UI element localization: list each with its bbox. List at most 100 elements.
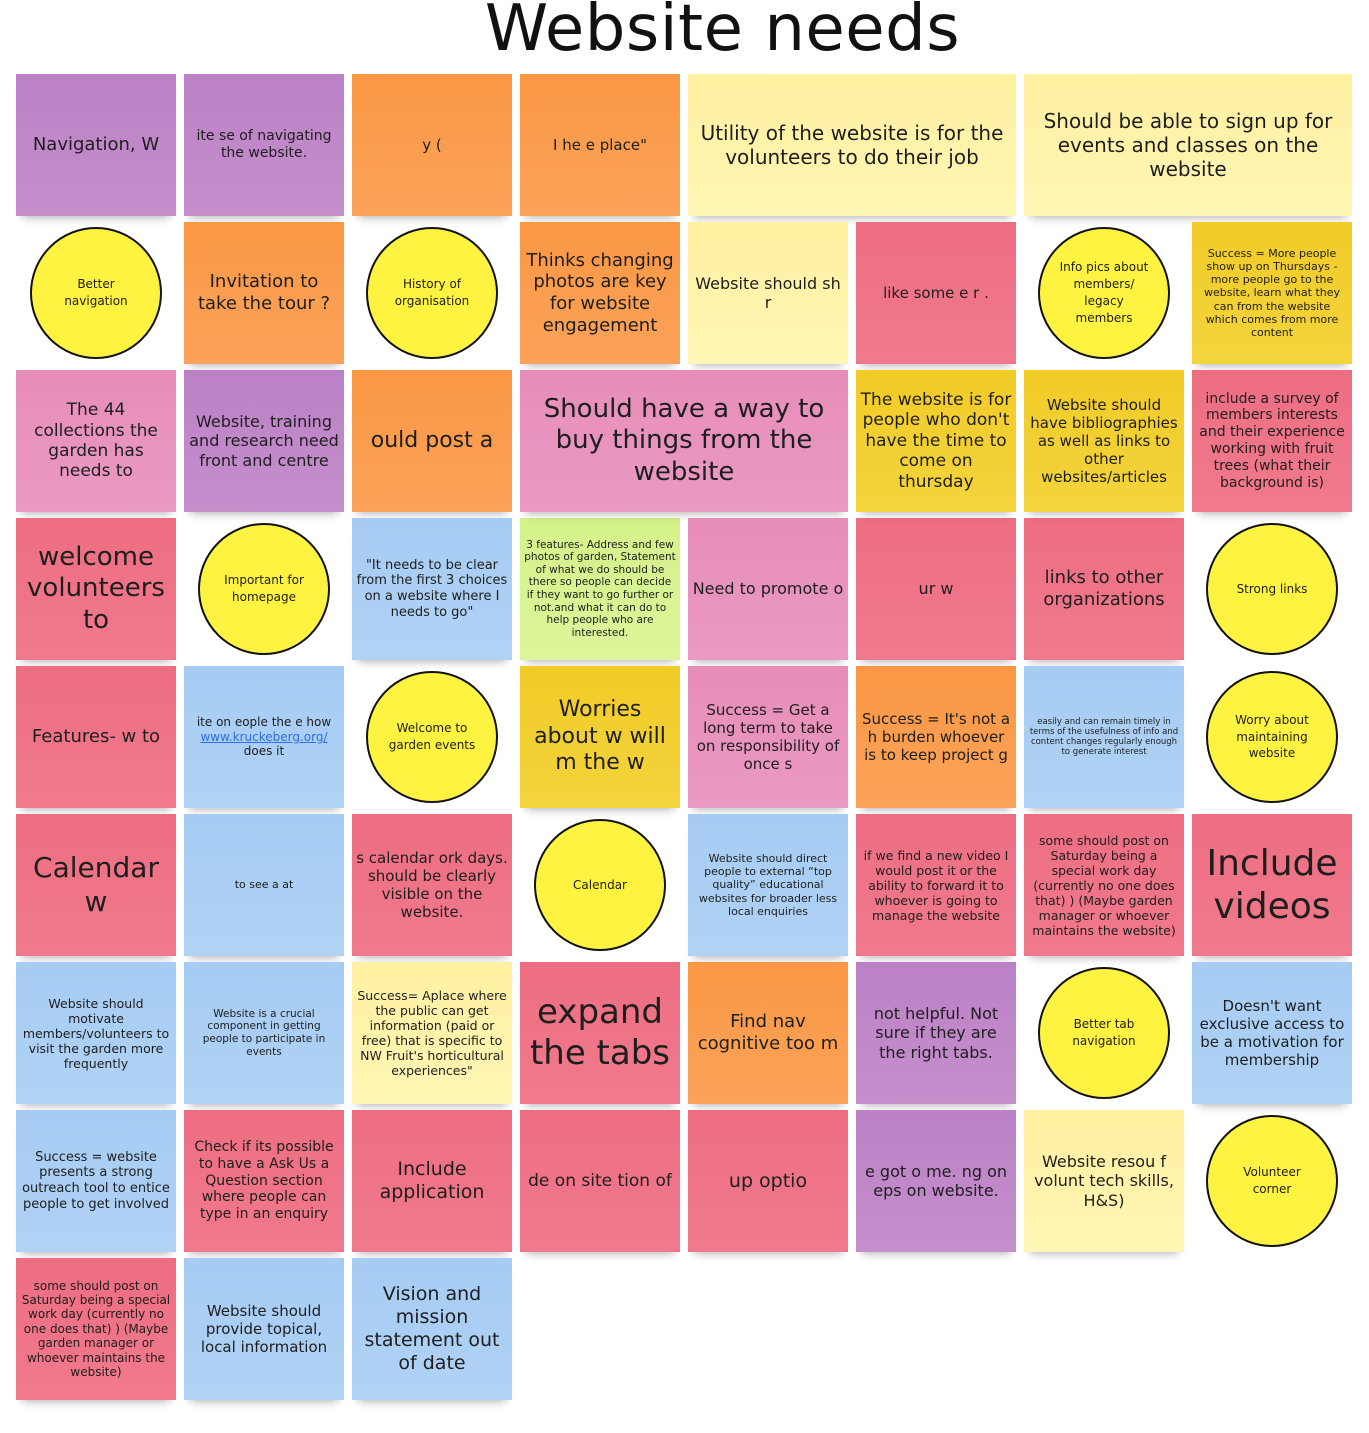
sticky-note-s-calendar-ork-days[interactable]: s calendar ork days. should be clearly v… (352, 814, 512, 956)
sticky-note-website-should-direct-people[interactable]: Website should direct people to external… (688, 814, 848, 956)
cluster-label-better-navigation[interactable]: Better navigation (30, 227, 162, 359)
sticky-note-invitation-to-take-the[interactable]: Invitation to take the tour ? (184, 222, 344, 364)
sticky-note-include-a-survey-of[interactable]: include a survey of members interests an… (1192, 370, 1352, 512)
sticky-note-website-should-provide-topical[interactable]: Website should provide topical, local in… (184, 1258, 344, 1400)
sticky-note-text: links to other organizations (1043, 567, 1165, 610)
sticky-note-like-some-e-r[interactable]: like some e r . (856, 222, 1016, 364)
sticky-note-text: Should be able to sign up for events and… (1043, 109, 1333, 181)
sticky-note-e-got-o-me[interactable]: e got o me. ng on eps on website. (856, 1110, 1016, 1252)
sticky-note-features-w-to[interactable]: Features- w to (16, 666, 176, 808)
sticky-note-text: Success = More people show up on Thursda… (1203, 246, 1341, 339)
sticky-note-text: Success = website presents a strong outr… (22, 1149, 170, 1212)
sticky-note-text: e got o me. ng on eps on website. (864, 1161, 1008, 1200)
cluster-label-info-pics-about-members[interactable]: Info pics about members/ legacy members (1038, 227, 1170, 359)
sticky-note-website-resou-f-volunt[interactable]: Website resou f volunt tech skills, H&S) (1024, 1110, 1184, 1252)
sticky-note-success-more-people-show[interactable]: Success = More people show up on Thursda… (1192, 222, 1352, 364)
sticky-note-text: Calendar w (33, 851, 159, 918)
sticky-note-text: ite se of navigating the website. (196, 128, 332, 161)
sticky-note-website-should-sh-r[interactable]: Website should sh r (688, 222, 848, 364)
sticky-note-check-if-its-possible[interactable]: Check if its possible to have a Ask Us a… (184, 1110, 344, 1252)
sticky-note-text: Need to promote o (692, 579, 844, 599)
sticky-note-include-videos[interactable]: Include videos (1192, 814, 1352, 956)
sticky-note-text: Navigation, W (32, 134, 160, 156)
sticky-note-up-optio[interactable]: up optio (688, 1110, 848, 1252)
sticky-note-text: Website is a crucial component in gettin… (202, 1007, 326, 1058)
sticky-note-it-needs-to-be[interactable]: "It needs to be clear from the first 3 c… (352, 518, 512, 660)
sticky-note-text: 3 features- Address and few photos of ga… (524, 538, 676, 639)
kruckeberg-link[interactable]: www.kruckeberg.org/ (200, 729, 328, 744)
sticky-note-text: Website should have bibliographies as we… (1030, 396, 1178, 486)
sticky-note-text: some should post on Saturday being a spe… (1032, 832, 1176, 938)
sticky-note-text: Find nav cognitive too m (697, 1011, 839, 1054)
sticky-note-text: to see a at (234, 878, 294, 892)
sticky-note-text: Worries about w will m the w (534, 697, 666, 776)
sticky-note-expand-the-tabs[interactable]: expand the tabs (520, 962, 680, 1104)
sticky-note-text: ould post a (370, 427, 494, 453)
sticky-note-should-be-able-to[interactable]: Should be able to sign up for events and… (1024, 74, 1352, 216)
sticky-note-find-nav-cognitive-too[interactable]: Find nav cognitive too m (688, 962, 848, 1104)
sticky-note-text: I he e place" (553, 136, 647, 154)
sticky-note-worries-about-w-will[interactable]: Worries about w will m the w (520, 666, 680, 808)
sticky-note-text: Doesn't want exclusive access to be a mo… (1199, 997, 1345, 1069)
sticky-note-calendar-w[interactable]: Calendar w (16, 814, 176, 956)
sticky-note-if-we-find-a[interactable]: if we find a new video I would post it o… (856, 814, 1016, 956)
sticky-note-text: expand the tabs (529, 992, 671, 1073)
cluster-label-volunteer-corner[interactable]: Volunteer corner (1206, 1115, 1338, 1247)
sticky-note-to-see-a-at[interactable]: to see a at (184, 814, 344, 956)
sticky-note-website-training-and-research[interactable]: Website, training and research need fron… (184, 370, 344, 512)
sticky-note-welcome-volunteers-to[interactable]: welcome volunteers to (16, 518, 176, 660)
sticky-note-include-application[interactable]: Include application (352, 1110, 512, 1252)
sticky-note-not-helpful-not-sure[interactable]: not helpful. Not sure if they are the ri… (856, 962, 1016, 1104)
sticky-note-y[interactable]: y ( (352, 74, 512, 216)
sticky-note-success-it-s-not[interactable]: Success = It's not a h burden whoever is… (856, 666, 1016, 808)
sticky-note-ould-post-a[interactable]: ould post a (352, 370, 512, 512)
sticky-note-doesn-t-want-exclusive[interactable]: Doesn't want exclusive access to be a mo… (1192, 962, 1352, 1104)
sticky-note-should-have-a-way[interactable]: Should have a way to buy things from the… (520, 370, 848, 512)
sticky-note-website-should-motivate-members[interactable]: Website should motivate members/voluntee… (16, 962, 176, 1104)
cluster-label-important-for-homepage[interactable]: Important for homepage (198, 523, 330, 655)
sticky-note-the-44-collections-the[interactable]: The 44 collections the garden has needs … (16, 370, 176, 512)
link-suffix-text: does it (243, 744, 285, 759)
sticky-note-website-should-have-bibliographies[interactable]: Website should have bibliographies as we… (1024, 370, 1184, 512)
sticky-note-navigation-w[interactable]: Navigation, W (16, 74, 176, 216)
cluster-label-welcome-to-garden-events[interactable]: Welcome to garden events (366, 671, 498, 803)
sticky-note-thinks-changing-photos-are[interactable]: Thinks changing photos are key for websi… (520, 222, 680, 364)
sticky-note-ur-w[interactable]: ur w (856, 518, 1016, 660)
sticky-note-text: Utility of the website is for the volunt… (700, 121, 1004, 169)
sticky-note-text: Website resou f volunt tech skills, H&S) (1034, 1152, 1174, 1210)
sticky-note-3-features-address-and[interactable]: 3 features- Address and few photos of ga… (520, 518, 680, 660)
cluster-label-strong-links[interactable]: Strong links (1206, 523, 1338, 655)
sticky-note-vision-and-mission-statement[interactable]: Vision and mission statement out of date (352, 1258, 512, 1400)
sticky-note-success-aplace-where-the[interactable]: Success= Aplace where the public can get… (352, 962, 512, 1104)
cluster-label-worry-about-maintaining-website[interactable]: Worry about maintaining website (1206, 671, 1338, 803)
sticky-note-text: Include application (379, 1158, 485, 1203)
sticky-note-links-to-other-organizations[interactable]: links to other organizations (1024, 518, 1184, 660)
sticky-note-de-on-site-tion[interactable]: de on site tion of (520, 1110, 680, 1252)
sticky-note-text: Website, training and research need fron… (189, 412, 339, 470)
sticky-note-some-should-post-on[interactable]: some should post on Saturday being a spe… (16, 1258, 176, 1400)
sticky-note-success-get-a-long[interactable]: Success = Get a long term to take on res… (688, 666, 848, 808)
sticky-note-text: Website should provide topical, local in… (200, 1302, 328, 1356)
sticky-note-need-to-promote-o[interactable]: Need to promote o (688, 518, 848, 660)
sticky-note-text: y ( (422, 136, 442, 154)
sticky-note-text: Invitation to take the tour ? (197, 271, 331, 314)
sticky-note-utility-of-the-website[interactable]: Utility of the website is for the volunt… (688, 74, 1016, 216)
sticky-note-text: s calendar ork days. should be clearly v… (356, 849, 508, 921)
sticky-note-success-website-presents-a[interactable]: Success = website presents a strong outr… (16, 1110, 176, 1252)
sticky-note-easily-and-can-remain[interactable]: easily and can remain timely in terms of… (1024, 666, 1184, 808)
cluster-label-calendar[interactable]: Calendar (534, 819, 666, 951)
sticky-note-text: "It needs to be clear from the first 3 c… (356, 557, 508, 620)
cluster-label-history-of-organisation[interactable]: History of organisation (366, 227, 498, 359)
sticky-note-website-is-a-crucial[interactable]: Website is a crucial component in gettin… (184, 962, 344, 1104)
sticky-note-text: Website should sh r (695, 273, 841, 312)
sticky-note-text: not helpful. Not sure if they are the ri… (873, 1004, 999, 1062)
cluster-label-better-tab-navigation[interactable]: Better tab navigation (1038, 967, 1170, 1099)
sticky-note-the-website-is-for[interactable]: The website is for people who don't have… (856, 370, 1016, 512)
sticky-note-i-he-e-place[interactable]: I he e place" (520, 74, 680, 216)
sticky-note-text: Website should direct people to external… (698, 852, 838, 918)
sticky-note-ite-on-eople-the[interactable]: ite on eople the e how www.kruckeberg.or… (184, 666, 344, 808)
sticky-note-text: up optio (728, 1169, 808, 1192)
sticky-note-some-should-post-on[interactable]: some should post on Saturday being a spe… (1024, 814, 1184, 956)
sticky-note-ite-se-of-navigating[interactable]: ite se of navigating the website. (184, 74, 344, 216)
